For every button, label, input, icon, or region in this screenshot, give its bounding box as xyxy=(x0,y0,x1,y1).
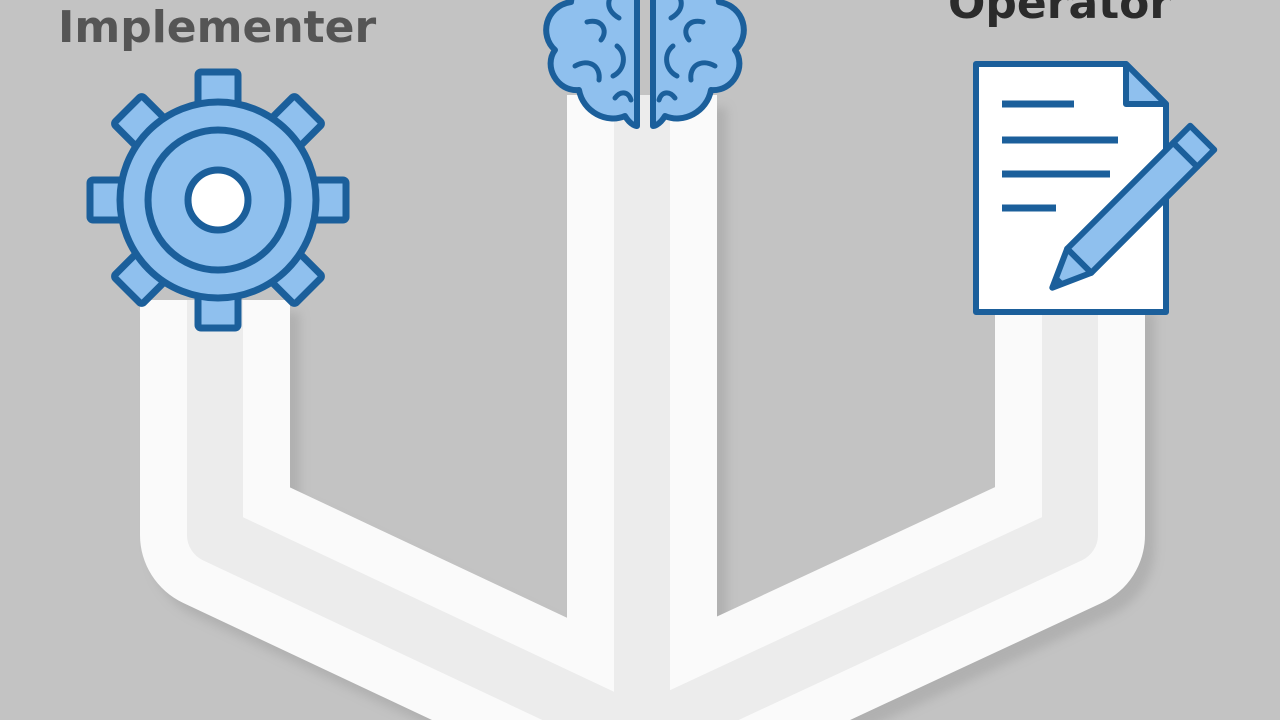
document-page xyxy=(973,61,1169,315)
document-with-pencil-icon xyxy=(973,61,1218,315)
right-pipe-groove xyxy=(628,300,1098,720)
left-pipe-groove xyxy=(187,300,652,720)
connector-pipes xyxy=(140,95,1145,720)
implementer-label: Implementer xyxy=(58,2,377,53)
pencil-icon xyxy=(1049,122,1218,291)
gear-icon xyxy=(86,68,350,332)
operator-label: Operator xyxy=(948,0,1172,29)
document-text-lines xyxy=(1002,100,1118,212)
brain-icon xyxy=(543,0,747,129)
document-fold xyxy=(1123,61,1169,107)
